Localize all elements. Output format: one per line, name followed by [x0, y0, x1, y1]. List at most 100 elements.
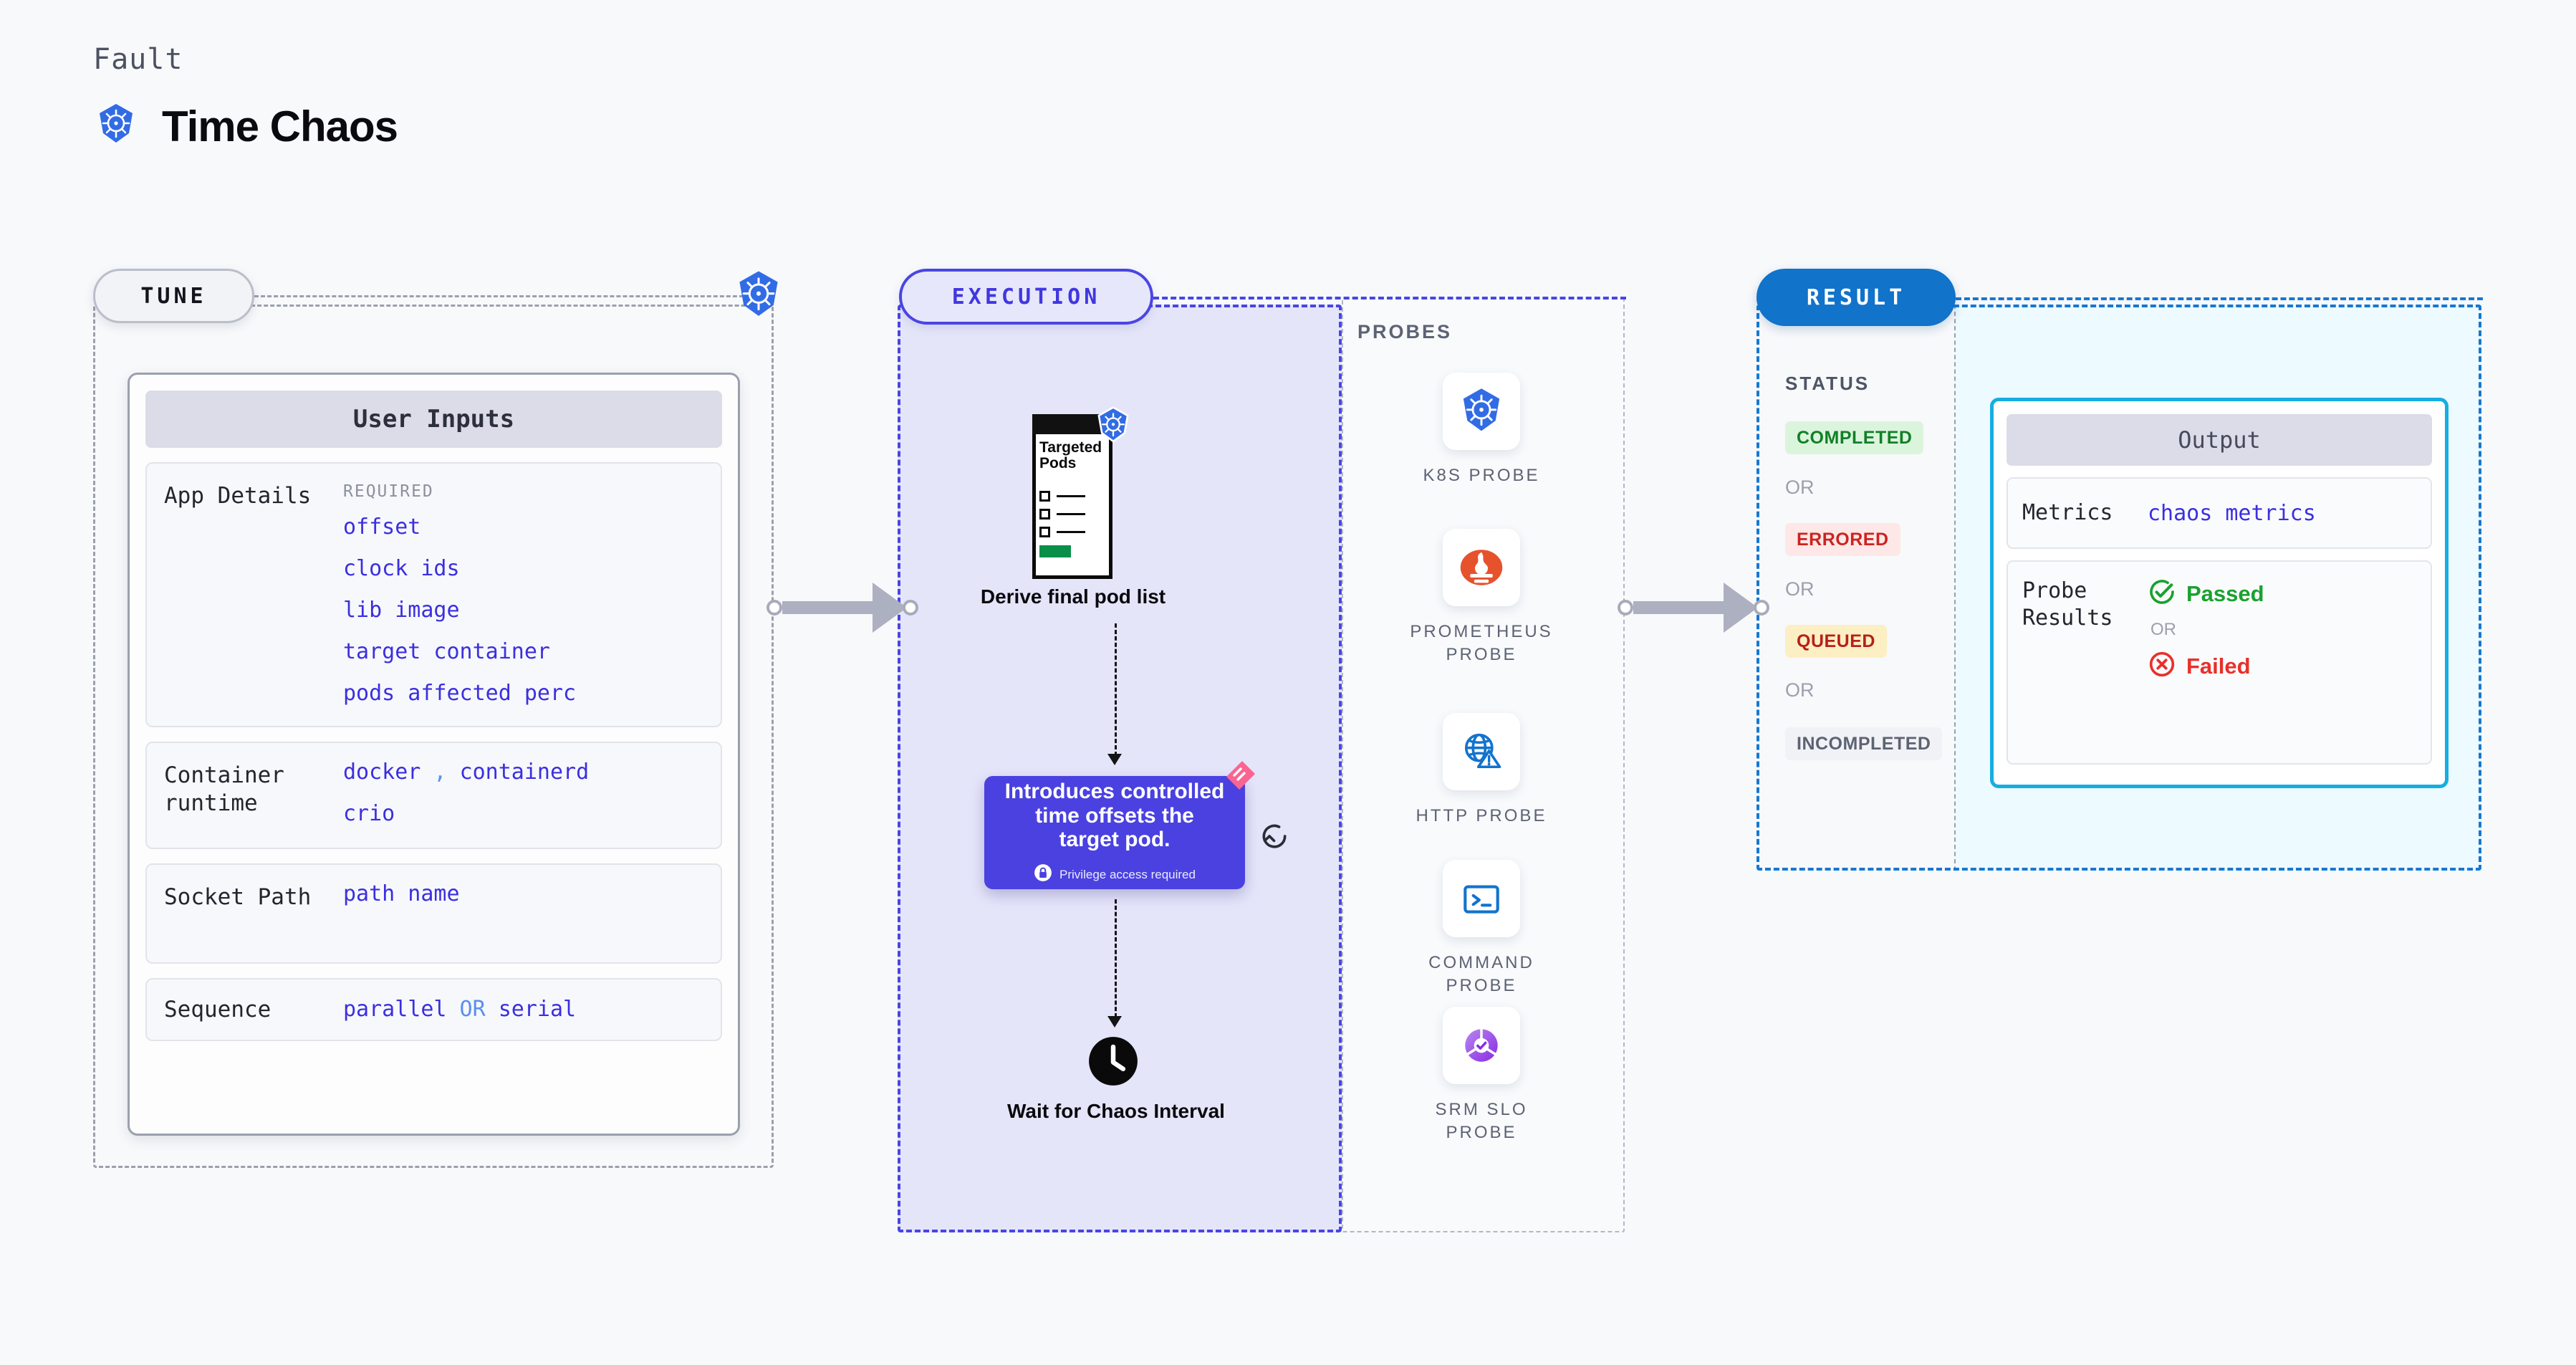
probe-label: COMMAND PROBE: [1428, 953, 1534, 996]
execution-pill[interactable]: EXECUTION: [899, 269, 1153, 325]
probes-title: PROBES: [1357, 321, 1453, 343]
status-title: STATUS: [1785, 373, 1870, 394]
globe-warning-icon: [1443, 713, 1520, 790]
result-top-dashed-line: [1956, 297, 2483, 300]
page-title: Time Chaos: [162, 102, 398, 150]
tune-pill[interactable]: TUNE: [93, 269, 254, 323]
fault-title-row: Time Chaos: [93, 102, 398, 151]
targeted-pods-clipboard: Targeted Pods: [1032, 406, 1129, 579]
failed-label: Failed: [2186, 653, 2251, 679]
input-block-sequence: Sequence parallel OR serial: [145, 978, 722, 1041]
fault-description-card: Introduces controlled time offsets the t…: [984, 776, 1245, 889]
lock-icon: [1034, 863, 1052, 886]
checkbox-icon: [1039, 509, 1050, 519]
privilege-row: Privilege access required: [1034, 863, 1196, 886]
output-block-label: Metrics: [2022, 500, 2113, 526]
clipboard-line: [1057, 513, 1085, 515]
probe-item-prometheus[interactable]: PROMETHEUS PROBE: [1410, 529, 1553, 667]
fault-eyebrow: Fault: [93, 43, 183, 76]
connector-tune-to-execution: [766, 583, 918, 633]
connector-start-dot: [766, 600, 782, 616]
status-badge-label: QUEUED: [1797, 631, 1875, 651]
connector-arrowhead: [1724, 583, 1758, 633]
wait-for-chaos-interval-label: Wait for Chaos Interval: [1007, 1100, 1225, 1122]
probe-label: PROMETHEUS PROBE: [1410, 622, 1553, 665]
connector-end-dot: [1754, 600, 1769, 616]
flow-arrow-line: [1115, 623, 1117, 756]
or-separator: OR: [1785, 679, 1815, 701]
input-block-label: App Details: [164, 483, 312, 509]
probe-result-passed: Passed: [2148, 578, 2264, 610]
status-badge-completed: COMPLETED: [1785, 421, 1924, 454]
kubernetes-icon: [93, 102, 139, 151]
connector-end-dot: [903, 600, 918, 616]
input-value[interactable]: crio: [343, 801, 395, 826]
input-value[interactable]: offset: [343, 514, 421, 540]
kubernetes-icon: [1093, 406, 1133, 446]
input-value[interactable]: parallel OR serial: [343, 997, 577, 1022]
input-block-container-runtime: Container runtime docker , containerd cr…: [145, 742, 722, 849]
fault-description-text: Introduces controlled time offsets the t…: [1004, 779, 1225, 852]
result-pill[interactable]: RESULT: [1756, 269, 1956, 326]
prometheus-icon: [1443, 529, 1520, 606]
checkbox-icon: [1039, 527, 1050, 537]
slo-donut-check-icon: [1443, 1007, 1520, 1084]
input-value[interactable]: path name: [343, 881, 460, 906]
input-block-label: Container runtime: [164, 762, 284, 816]
or-separator: OR: [2150, 620, 2176, 639]
input-block-label: Socket Path: [164, 884, 312, 910]
or-separator: OR: [1785, 578, 1815, 600]
clock-icon: [1087, 1035, 1140, 1088]
status-badge-errored: ERRORED: [1785, 523, 1900, 556]
input-value[interactable]: clock ids: [343, 556, 460, 581]
probe-result-failed: Failed: [2148, 650, 2264, 682]
terminal-icon: [1443, 860, 1520, 937]
flow-arrow-head: [1107, 1016, 1122, 1028]
kubernetes-icon: [732, 269, 785, 322]
privilege-label: Privilege access required: [1059, 867, 1196, 881]
connector-arrowhead: [873, 583, 907, 633]
clipboard-title: Targeted Pods: [1039, 439, 1102, 472]
result-status-panel: [1756, 305, 1956, 871]
connector-start-dot: [1618, 600, 1633, 616]
output-block-metrics: Metrics chaos metrics: [2007, 477, 2432, 549]
connector-execution-to-result: [1618, 583, 1769, 633]
check-circle-icon: [2148, 578, 2176, 610]
probe-item-command[interactable]: COMMAND PROBE: [1410, 860, 1553, 998]
input-value[interactable]: lib image: [343, 598, 460, 623]
clipboard-row: [1039, 491, 1085, 502]
clipboard-row: [1039, 509, 1085, 519]
clipboard-line: [1057, 495, 1085, 497]
clipboard-progress-bar: [1039, 545, 1071, 557]
required-tag: REQUIRED: [343, 482, 434, 501]
probe-label: SRM SLO PROBE: [1435, 1100, 1528, 1143]
status-badge-queued: QUEUED: [1785, 625, 1887, 658]
flow-arrow-head: [1107, 754, 1122, 765]
result-panel: [1756, 305, 2481, 871]
chaos-mesh-icon: [1224, 761, 1255, 792]
tune-panel: [93, 305, 774, 1168]
user-inputs-card: User Inputs App Details REQUIRED offset …: [128, 373, 740, 1136]
output-block-label: Probe Results: [2022, 578, 2113, 631]
connector-line: [1633, 601, 1725, 614]
status-badge-label: ERRORED: [1797, 529, 1889, 550]
connector-line: [782, 601, 874, 614]
probe-item-k8s[interactable]: K8S PROBE: [1410, 373, 1553, 487]
clipboard-line: [1057, 531, 1085, 533]
status-badge-incompleted: INCOMPLETED: [1785, 727, 1943, 760]
page-header: Fault Time Chaos: [93, 43, 398, 151]
output-metrics-value[interactable]: chaos metrics: [2148, 500, 2316, 526]
x-circle-icon: [2148, 650, 2176, 682]
probe-label: K8S PROBE: [1423, 466, 1540, 485]
input-value[interactable]: target container: [343, 639, 550, 664]
probe-item-srm-slo[interactable]: SRM SLO PROBE: [1410, 1007, 1553, 1145]
flow-arrow-line: [1115, 899, 1117, 1017]
input-value[interactable]: pods affected perc: [343, 681, 577, 706]
input-value[interactable]: docker , containerd: [343, 760, 590, 785]
input-block-socket-path: Socket Path path name: [145, 863, 722, 964]
status-badge-label: COMPLETED: [1797, 427, 1913, 448]
checkbox-icon: [1039, 491, 1050, 502]
output-block-probe-results: Probe Results Passed OR: [2007, 560, 2432, 765]
retry-icon[interactable]: [1259, 820, 1290, 852]
probe-item-http[interactable]: HTTP PROBE: [1410, 713, 1553, 828]
